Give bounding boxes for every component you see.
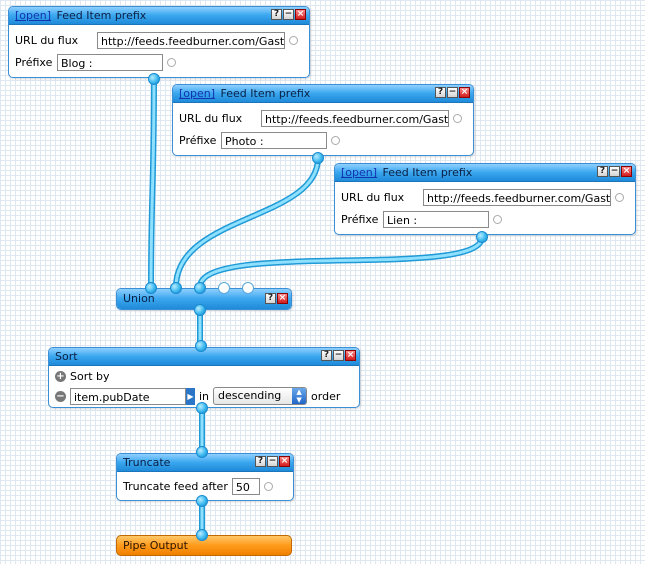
minimize-button[interactable]: −: [283, 9, 294, 20]
help-button[interactable]: ?: [265, 293, 276, 304]
module-title: Feed Item prefix: [220, 87, 311, 100]
module-title: Union: [123, 292, 155, 305]
url-wire-terminal[interactable]: [615, 192, 624, 202]
help-button[interactable]: ?: [255, 456, 266, 467]
feed-item-prefix-module-1[interactable]: [open] Feed Item prefix ? − × URL du flu…: [8, 6, 310, 78]
url-label: URL du flux: [15, 33, 79, 47]
add-sort-field-button[interactable]: +: [55, 371, 66, 382]
union-input-terminal-4[interactable]: [218, 282, 230, 294]
union-input-terminal-1[interactable]: [145, 282, 157, 294]
module-titlebar[interactable]: [open] Feed Item prefix ? − ×: [335, 164, 635, 182]
close-button[interactable]: ×: [621, 166, 632, 177]
sort-by-label: Sort by: [70, 370, 110, 383]
module-titlebar[interactable]: [open] Feed Item prefix ? − ×: [173, 85, 473, 103]
module-title: Truncate: [123, 456, 171, 469]
sort-module[interactable]: Sort ? − × + Sort by − item.pubDate ▶ in…: [48, 347, 360, 408]
sort-field-input[interactable]: item.pubDate: [70, 387, 186, 405]
feed-item-prefix-module-3[interactable]: [open] Feed Item prefix ? − × URL du flu…: [334, 163, 636, 235]
module-title: Feed Item prefix: [56, 9, 147, 22]
order-label: order: [311, 389, 341, 403]
pipe-output-input-terminal[interactable]: [196, 529, 208, 541]
feed-item-prefix-module-2[interactable]: [open] Feed Item prefix ? − × URL du flu…: [172, 84, 474, 156]
sort-order-value: descending: [218, 389, 282, 402]
close-button[interactable]: ×: [295, 9, 306, 20]
url-label: URL du flux: [341, 190, 405, 204]
truncate-input-terminal[interactable]: [196, 446, 208, 458]
truncate-module[interactable]: Truncate ? − × Truncate feed after 50: [116, 453, 294, 501]
minimize-button[interactable]: −: [447, 87, 458, 98]
close-button[interactable]: ×: [277, 293, 288, 304]
prefix-input[interactable]: Photo :: [221, 131, 327, 149]
feed3-output-terminal[interactable]: [476, 231, 488, 243]
url-wire-terminal[interactable]: [453, 113, 462, 123]
remove-sort-field-button[interactable]: −: [55, 390, 66, 402]
help-button[interactable]: ?: [597, 166, 608, 177]
url-input[interactable]: http://feeds.feedburner.com/Gaste: [97, 31, 285, 49]
union-input-terminal-3[interactable]: [194, 282, 206, 294]
prefix-wire-terminal[interactable]: [331, 135, 340, 145]
open-link[interactable]: [open]: [179, 87, 216, 100]
minimize-button[interactable]: −: [333, 350, 344, 361]
union-input-terminal-5[interactable]: [242, 282, 254, 294]
close-button[interactable]: ×: [279, 456, 290, 467]
close-button[interactable]: ×: [459, 87, 470, 98]
module-titlebar[interactable]: [open] Feed Item prefix ? − ×: [9, 7, 309, 25]
prefix-input[interactable]: Blog :: [57, 53, 163, 71]
open-link[interactable]: [open]: [15, 9, 52, 22]
open-link[interactable]: [open]: [341, 166, 378, 179]
minimize-button[interactable]: −: [609, 166, 620, 177]
truncate-count-input[interactable]: 50: [231, 477, 260, 495]
module-title: Sort: [55, 350, 78, 363]
truncate-wire-terminal[interactable]: [263, 481, 273, 491]
prefix-label: Préfixe: [15, 55, 53, 69]
pipe-output-title: Pipe Output: [123, 539, 188, 552]
minimize-button[interactable]: −: [267, 456, 278, 467]
close-button[interactable]: ×: [345, 350, 356, 361]
prefix-wire-terminal[interactable]: [167, 57, 176, 67]
help-button[interactable]: ?: [321, 350, 332, 361]
field-picker-arrow-icon[interactable]: ▶: [186, 387, 195, 405]
url-label: URL du flux: [179, 111, 243, 125]
feed2-output-terminal[interactable]: [312, 152, 324, 164]
sort-order-select[interactable]: descending ▲▼: [213, 387, 308, 405]
module-title: Feed Item prefix: [382, 166, 473, 179]
truncate-label: Truncate feed after: [123, 479, 228, 493]
help-button[interactable]: ?: [271, 9, 282, 20]
url-wire-terminal[interactable]: [289, 35, 298, 45]
feed1-output-terminal[interactable]: [148, 73, 160, 85]
help-button[interactable]: ?: [435, 87, 446, 98]
union-output-terminal[interactable]: [194, 304, 206, 316]
select-arrows-icon: ▲▼: [292, 388, 307, 404]
truncate-output-terminal[interactable]: [196, 495, 208, 507]
url-input[interactable]: http://feeds.feedburner.com/Gaste: [423, 188, 611, 206]
union-input-terminal-2[interactable]: [170, 282, 182, 294]
sort-output-terminal[interactable]: [196, 402, 208, 414]
prefix-input[interactable]: Lien :: [383, 210, 489, 228]
prefix-label: Préfixe: [179, 133, 217, 147]
sort-input-terminal[interactable]: [195, 340, 207, 352]
url-input[interactable]: http://feeds.feedburner.com/Gaste: [261, 109, 449, 127]
module-titlebar[interactable]: Union ? ×: [117, 289, 291, 309]
module-titlebar[interactable]: Sort ? − ×: [49, 348, 359, 366]
in-label: in: [199, 389, 210, 403]
module-titlebar[interactable]: Truncate ? − ×: [117, 454, 293, 472]
prefix-wire-terminal[interactable]: [493, 214, 502, 224]
prefix-label: Préfixe: [341, 212, 379, 226]
